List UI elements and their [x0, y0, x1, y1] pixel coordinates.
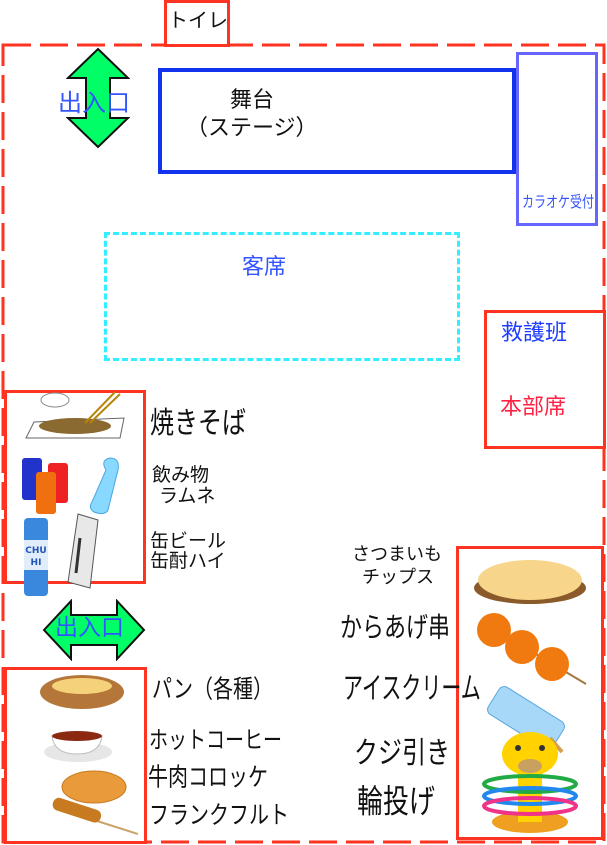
stall-karaage-skewer: からあげ串: [340, 612, 451, 644]
stall-canned-beer: 缶ビール: [150, 530, 227, 552]
potato-chips-icon: [474, 560, 586, 604]
entrance-horizontal-arrow-icon: [42, 599, 146, 661]
headquarters-label: 本部席: [500, 395, 567, 420]
toilet-label: トイレ: [168, 8, 228, 32]
stall-sweet-potato: さつまいも: [352, 544, 442, 565]
stall-yakisoba: 焼きそば: [150, 405, 246, 441]
svg-text:HI: HI: [31, 558, 42, 568]
entrance-vertical-arrow-icon: [66, 47, 130, 149]
svg-text:CHU: CHU: [25, 546, 46, 556]
stall-beef-croquette: 牛肉コロッケ: [148, 761, 268, 792]
stage-label: 舞台: [230, 88, 275, 113]
bread-icon: [40, 675, 124, 709]
stall-hot-coffee: ホットコーヒー: [149, 726, 283, 754]
stall-lottery: クジ引き: [354, 735, 450, 771]
entrance-left-label: 出入口: [55, 615, 124, 641]
stall-drinks: 飲み物: [152, 464, 210, 486]
audience-area: [104, 232, 460, 361]
ring-toss-giraffe-icon: [482, 732, 578, 833]
ice-pop-icon: [487, 686, 565, 754]
yakisoba-icon: [25, 391, 125, 439]
entrance-top-label: 出入口: [58, 89, 130, 117]
karaoke-reception-box: [516, 52, 598, 226]
stall-ring-toss: 輪投げ: [357, 783, 436, 821]
stall-bread: パン（各種）: [152, 673, 273, 704]
stage-box: [158, 68, 516, 174]
croquette-icon: [61, 770, 127, 804]
frankfurter-icon: [52, 797, 138, 835]
toilet-box: [164, 0, 230, 47]
coffee-cup-icon: [44, 731, 112, 762]
karaoke-reception-label: カラオケ受付: [522, 192, 595, 211]
stall-canned-chuhai: 缶酎ハイ: [150, 550, 226, 572]
soda-cans-icon: [22, 458, 68, 514]
bakery-illustration: [40, 675, 138, 835]
stage-sub-label: （ステージ）: [186, 116, 318, 141]
stall-ramune: ラムネ: [159, 485, 216, 507]
karaage-skewer-icon: [477, 613, 587, 685]
stall-ice-cream: アイスクリーム: [343, 670, 481, 706]
chuhi-can-icon: CHU HI: [24, 518, 48, 596]
beer-can-icon: [67, 513, 99, 589]
ramune-bottle-icon: [89, 457, 119, 515]
drinks-yakisoba-illustration: CHU HI: [22, 391, 125, 596]
snacks-games-illustration: [474, 560, 587, 833]
first-aid-label: 救護班: [501, 321, 568, 346]
audience-label: 客席: [242, 255, 287, 280]
stall-chips: チップス: [362, 567, 434, 588]
stall-frankfurter: フランクフルト: [149, 799, 289, 830]
first-aid-hq-box: [484, 310, 606, 449]
